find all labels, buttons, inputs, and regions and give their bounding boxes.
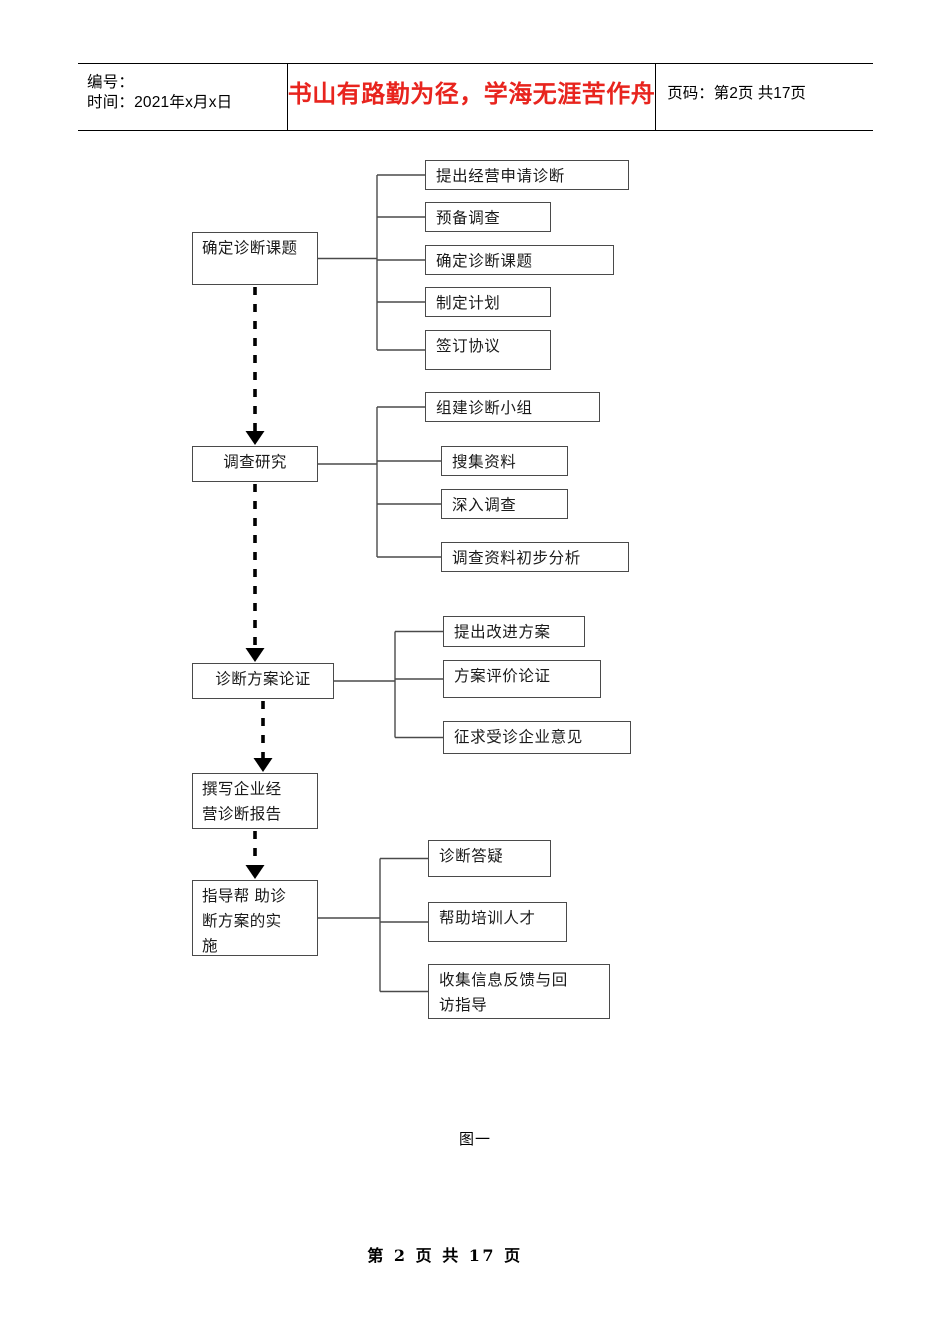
header-number-label: 编号： — [87, 74, 135, 91]
document-header-table: 编号： 时间：2021年x月x日 书山有路勤为径，学海无涯苦作舟 页码：第2页 … — [78, 63, 873, 131]
task-box-1-5: 签订协议 — [425, 330, 551, 370]
stage-box-4: 撰写企业经 营诊断报告 — [192, 773, 318, 829]
task-box-1-3: 确定诊断课题 — [425, 245, 614, 275]
header-cell-page: 页码：第2页 共17页 — [656, 64, 873, 130]
task-box-1-2: 预备调查 — [425, 202, 551, 232]
header-page-info: 页码：第2页 共17页 — [667, 85, 806, 102]
task-box-2-2: 搜集资料 — [441, 446, 568, 476]
header-time-label: 时间：2021年x月x日 — [87, 94, 233, 111]
stage-box-5: 指导帮 助诊 断方案的实 施 — [192, 880, 318, 956]
task-box-3-2: 方案评价论证 — [443, 660, 601, 698]
task-box-5-3: 收集信息反馈与回 访指导 — [428, 964, 610, 1019]
task-box-5-1: 诊断答疑 — [428, 840, 551, 877]
header-cell-slogan: 书山有路勤为径，学海无涯苦作舟 — [288, 64, 657, 130]
stage-box-1: 确定诊断课题 — [192, 232, 318, 285]
task-box-2-4: 调查资料初步分析 — [441, 542, 629, 572]
task-box-1-1: 提出经营申请诊断 — [425, 160, 629, 190]
page-footer-text: 第 2 页 共 17 页 — [367, 1246, 523, 1265]
task-box-2-3: 深入调查 — [441, 489, 568, 519]
header-slogan-text: 书山有路勤为径，学海无涯苦作舟 — [287, 79, 656, 108]
task-box-1-4: 制定计划 — [425, 287, 551, 317]
task-box-5-2: 帮助培训人才 — [428, 902, 567, 942]
task-box-3-1: 提出改进方案 — [443, 616, 585, 647]
task-box-2-1: 组建诊断小组 — [425, 392, 600, 422]
header-cell-identity: 编号： 时间：2021年x月x日 — [78, 64, 288, 130]
stage-box-2: 调查研究 — [192, 446, 318, 482]
stage-box-3: 诊断方案论证 — [192, 663, 334, 699]
figure-caption: 图一 — [458, 1130, 491, 1148]
task-box-3-3: 征求受诊企业意见 — [443, 721, 631, 754]
